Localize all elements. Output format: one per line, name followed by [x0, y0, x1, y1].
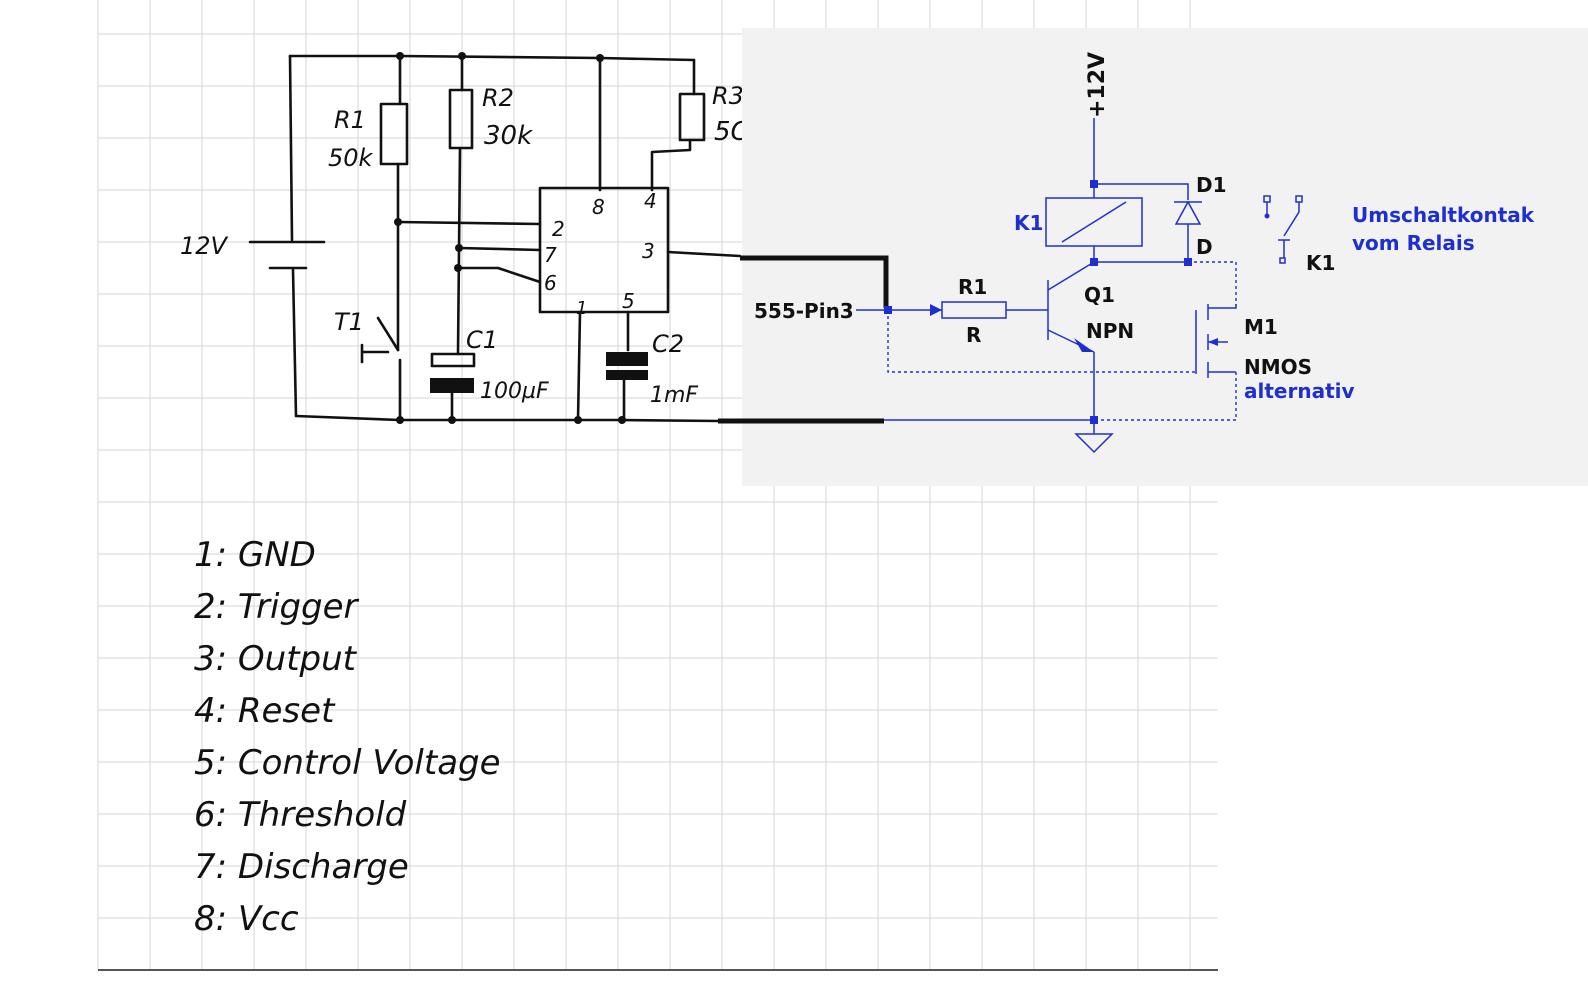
pinout-item: 6: Threshold — [194, 795, 407, 835]
diode-d1 — [1094, 183, 1237, 306]
pinout-item: 4: Reset — [194, 691, 336, 731]
c2-capacitor — [606, 352, 648, 422]
r1-label: R1 — [334, 106, 366, 134]
m1-type: NMOS — [1244, 355, 1312, 379]
relay-contact-k1 — [1263, 195, 1303, 264]
battery-label: 12V — [180, 232, 229, 260]
m1-label: M1 — [1244, 315, 1278, 339]
ic-555 — [396, 56, 742, 422]
pin4-label: 4 — [644, 189, 657, 213]
schematic-junctions — [884, 180, 1192, 424]
pin8-label: 8 — [592, 195, 605, 219]
pin3-label: 3 — [642, 239, 655, 263]
d1-label: D1 — [1196, 173, 1227, 197]
r1-cad-label: R1 — [958, 275, 987, 299]
pin1-label: 1 — [576, 298, 587, 319]
c1-value: 100µF — [480, 379, 549, 404]
r2-resistor — [448, 54, 474, 356]
note-line-1: Umschaltkontak — [1352, 203, 1535, 227]
pinout-item: 5: Control Voltage — [194, 743, 501, 783]
m1-note: alternativ — [1244, 379, 1355, 403]
pin7-label: 7 — [544, 243, 557, 267]
r3-resistor — [650, 58, 706, 192]
t1-label: T1 — [334, 308, 364, 336]
r1-value: 50k — [328, 144, 374, 172]
c2-value: 1mF — [650, 383, 698, 408]
pinout-item: 3: Output — [194, 639, 358, 679]
mosfet-m1 — [887, 304, 1237, 421]
pin6-label: 6 — [544, 271, 557, 295]
pin5-label: 5 — [622, 289, 635, 313]
q1-type: NPN — [1086, 319, 1134, 343]
c1-capacitor — [430, 352, 476, 422]
supply-label: +12V — [1085, 52, 1110, 118]
r1-cad-value: R — [966, 323, 981, 347]
pinout-item: 7: Discharge — [194, 847, 409, 887]
pinout-item: 2: Trigger — [194, 587, 360, 627]
c1-label: C1 — [466, 326, 498, 354]
resistor-r1 — [856, 301, 1048, 319]
pinout-list: 1: GND 2: Trigger 3: Output 4: Reset 5: Cont… — [194, 535, 501, 939]
k1-label: K1 — [1014, 211, 1043, 235]
q1-label: Q1 — [1084, 283, 1115, 307]
schematic-panel: +12V K1 D1 D R1 R Q1 NPN M1 NMOS alterna… — [718, 28, 1588, 486]
sketch-junctions — [394, 52, 626, 424]
hand-sketch: 12V R1 50k R2 30k R3 5C T1 C1 100µF C2 1… — [180, 52, 750, 939]
c2-label: C2 — [652, 330, 684, 358]
r3-label: R3 — [712, 82, 744, 110]
d1-value: D — [1196, 235, 1213, 259]
r1-resistor — [379, 54, 409, 352]
pin2-label: 2 — [552, 217, 565, 241]
pinout-item: 8: Vcc — [194, 899, 299, 939]
r2-value: 30k — [484, 121, 533, 151]
pinout-item: 1: GND — [194, 535, 316, 575]
r2-label: R2 — [482, 84, 514, 112]
k1-contact-label: K1 — [1306, 251, 1335, 275]
input-label: 555-Pin3 — [754, 299, 854, 323]
battery-symbol — [248, 240, 326, 270]
note-line-2: vom Relais — [1352, 231, 1475, 255]
t1-pushbutton — [360, 316, 402, 422]
pin3-wire — [740, 255, 889, 308]
